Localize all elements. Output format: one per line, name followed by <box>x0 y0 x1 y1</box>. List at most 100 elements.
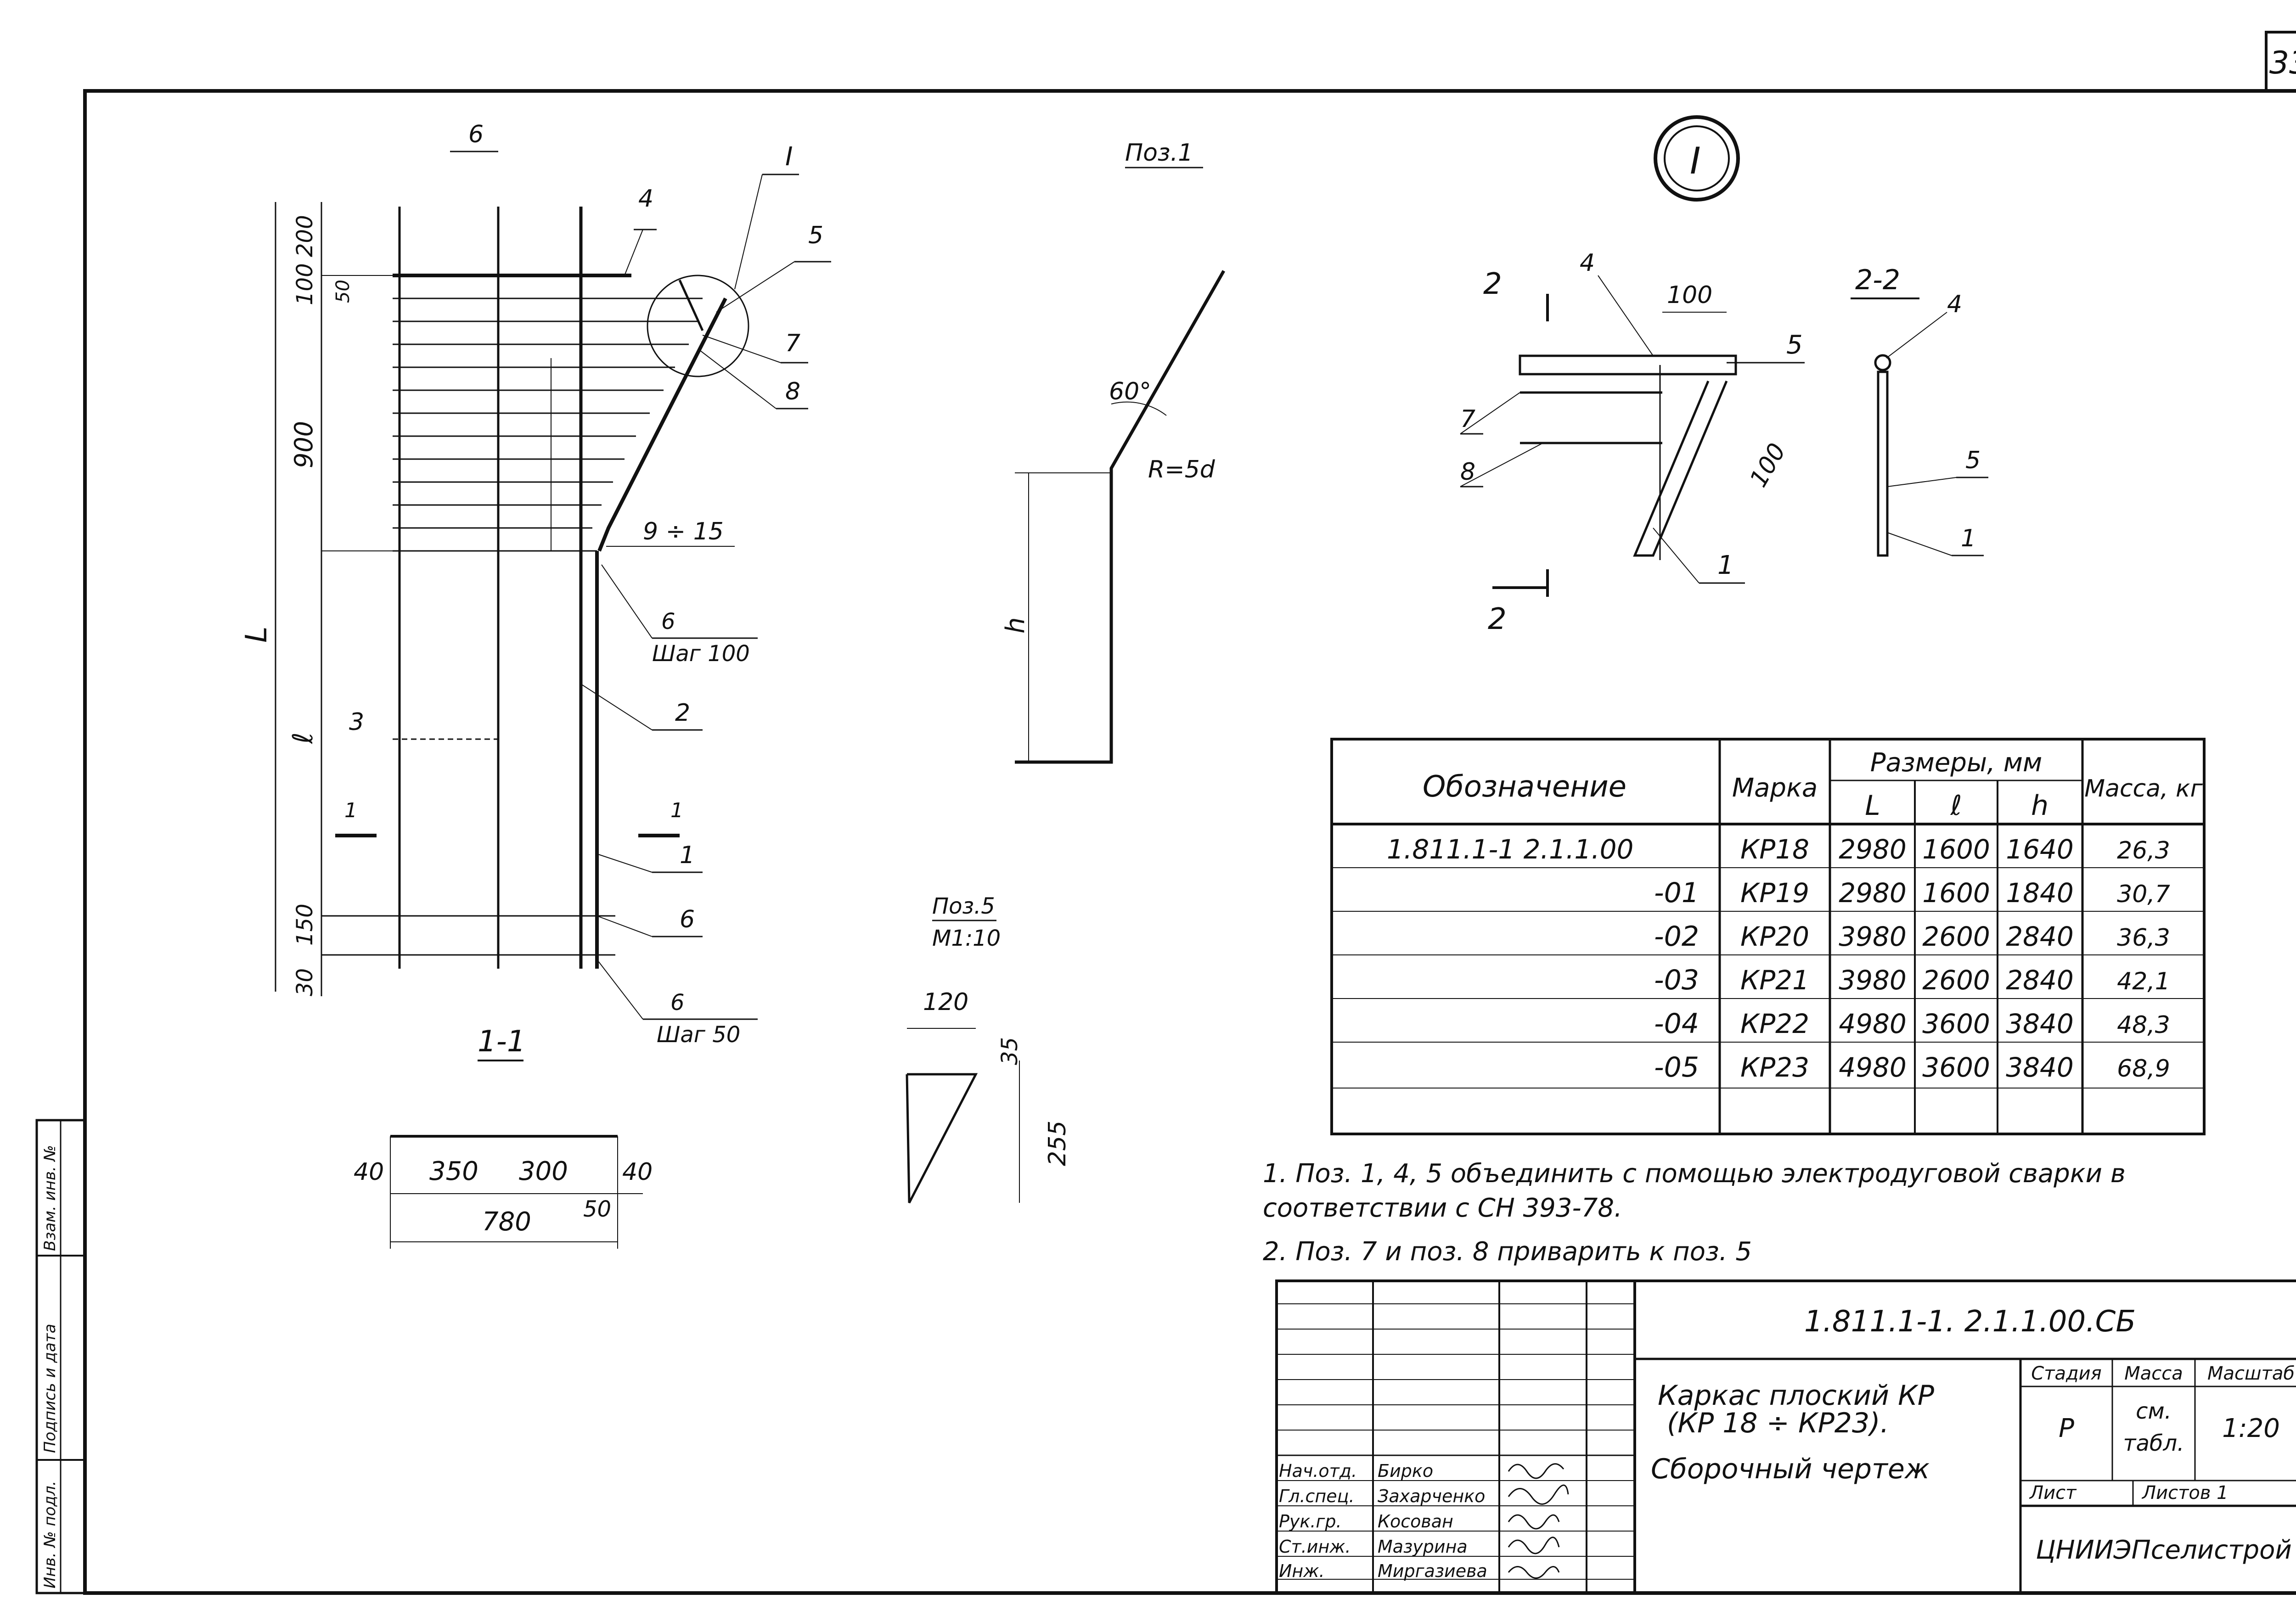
section-1-1-title: 1-1 <box>478 1025 526 1059</box>
dim-50: 50 <box>332 280 354 303</box>
callout-5: 5 <box>808 222 823 249</box>
cell-L: 2980 <box>1839 877 1907 909</box>
dim-L: L <box>240 626 274 643</box>
tb-name-1: Бирко <box>1378 1461 1433 1481</box>
pos5-scale: М1:10 <box>932 926 1001 951</box>
detail-marker: I <box>1690 140 1701 182</box>
table-row: -03 КР21 3980 2600 2840 42,1 <box>1654 964 2170 996</box>
dim-200: 200 <box>292 215 318 257</box>
page-number-box <box>2265 31 2296 92</box>
cell-h: 2840 <box>2006 921 2074 952</box>
cell-designation: 1.811.1-1 2.1.1.00 <box>1387 834 1633 865</box>
cell-mass: 68,9 <box>2117 1055 2170 1083</box>
cell-designation: -01 <box>1654 877 1699 909</box>
tb-role-4: Ст.инж. <box>1279 1537 1351 1557</box>
note-1-line-2: соответствии с СН 393-78. <box>1263 1193 1622 1223</box>
cell-h: 1640 <box>2006 834 2074 865</box>
section-2-2: 2-2 4 5 1 <box>1851 264 1988 557</box>
tb-mass-header: Масса <box>2124 1363 2183 1384</box>
cell-L: 2980 <box>1839 834 1907 865</box>
th-mass: Масса, кг <box>2084 775 2203 802</box>
cell-designation: -04 <box>1654 1008 1699 1040</box>
pos1-angle: 60° <box>1109 378 1151 405</box>
spec-table: Обозначение Марка Размеры, мм L ℓ h Масс… <box>1330 738 2206 1135</box>
s11-dim-350: 350 <box>429 1156 478 1186</box>
detail-dim-100b: 100 <box>1745 439 1791 492</box>
detail-c4: 4 <box>1580 249 1595 277</box>
s11-dim-total: 780 <box>482 1207 531 1237</box>
dim-150: 150 <box>292 903 318 946</box>
cell-designation: -03 <box>1654 964 1699 996</box>
table-row: -04 КР22 4980 3600 3840 48,3 <box>1654 1008 2170 1040</box>
callout-detail-I: I <box>785 142 793 172</box>
cell-l: 3600 <box>1922 1008 1990 1039</box>
tb-name-5: Миргазиева <box>1378 1561 1487 1581</box>
pos5-dim-255: 255 <box>1044 1121 1071 1166</box>
pos5-dim-120: 120 <box>923 988 968 1016</box>
side-stamp: Инв. № подл. Подпись и дата Взам. инв. № <box>35 1119 86 1594</box>
side-stamp-sign-date: Подпись и дата <box>41 1324 59 1453</box>
cell-designation: -02 <box>1654 920 1699 953</box>
tb-role-1: Нач.отд. <box>1279 1461 1357 1481</box>
section-2-2-title: 2-2 <box>1855 264 1900 296</box>
main-view: I 200 100 50 900 L ℓ 150 30 6 4 5 7 8 9 … <box>240 121 831 1048</box>
pos1-title: Поз.1 <box>1125 139 1193 167</box>
detail-c8: 8 <box>1460 458 1475 486</box>
cell-l: 1600 <box>1922 834 1990 865</box>
signatures <box>1508 1463 1569 1579</box>
cell-h: 3840 <box>2006 1052 2074 1083</box>
tb-mass-line-1: см. <box>2136 1398 2172 1424</box>
detail-c7: 7 <box>1460 405 1475 433</box>
page-number: 33 <box>2269 45 2296 81</box>
tb-role-3: Рук.гр. <box>1279 1511 1342 1532</box>
tb-name-line-3: Сборочный чертеж <box>1651 1453 1930 1485</box>
side-stamp-inv-repl: Взам. инв. № <box>41 1145 59 1251</box>
pos-5: Поз.5 М1:10 120 35 255 <box>906 893 1071 1204</box>
cell-l: 2600 <box>1922 965 1990 996</box>
callout-1: 1 <box>680 842 695 869</box>
detail-I: I 2 2 4 100 5 7 8 100 1 <box>1460 115 1805 636</box>
s11-dim-40-left: 40 <box>354 1158 384 1186</box>
s11-dim-40-right: 40 <box>622 1158 653 1186</box>
cell-l: 2600 <box>1922 921 1990 952</box>
side-stamp-inv-orig: Инв. № подл. <box>41 1481 59 1588</box>
tb-scale-header: Масштаб <box>2207 1363 2295 1384</box>
tb-name-4: Мазурина <box>1378 1537 1468 1557</box>
section-1-1: 1-1 40 350 300 40 780 50 <box>354 1025 653 1249</box>
tb-code: 1.811.1-1. 2.1.1.00.СБ <box>1804 1305 2136 1339</box>
table-row: 1.811.1-1 2.1.1.00 КР18 2980 1600 1640 2… <box>1387 834 2170 865</box>
note-2: 2. Поз. 7 и поз. 8 приварить к поз. 5 <box>1263 1237 1752 1267</box>
tb-name-3: Косован <box>1378 1511 1453 1532</box>
callout-7: 7 <box>785 330 800 357</box>
callout-3: 3 <box>349 708 364 736</box>
detail-cut-top: 2 <box>1483 267 1502 301</box>
tb-name-2: Захарченко <box>1378 1486 1485 1506</box>
cell-L: 3980 <box>1839 921 1907 952</box>
tb-sheets-header: Листов 1 <box>2141 1482 2228 1504</box>
dim-900: 900 <box>289 421 318 468</box>
tb-name-line-2: (КР 18 ÷ КР23). <box>1667 1407 1889 1439</box>
table-row: -02 КР20 3980 2600 2840 36,3 <box>1654 920 2170 953</box>
dim-100: 100 <box>292 263 318 305</box>
s22-c4: 4 <box>1947 291 1962 318</box>
cell-l: 1600 <box>1922 877 1990 909</box>
th-h: h <box>2031 790 2048 822</box>
cell-mark: КР21 <box>1740 965 1809 996</box>
dim-l: ℓ <box>287 732 319 744</box>
cell-mass: 30,7 <box>2117 881 2170 908</box>
th-l: ℓ <box>1950 790 1962 822</box>
cell-mass: 26,3 <box>2117 837 2170 864</box>
th-L: L <box>1865 790 1880 822</box>
cell-mark: КР20 <box>1740 921 1809 952</box>
cell-L: 4980 <box>1839 1008 1907 1039</box>
cell-mass: 42,1 <box>2117 968 2170 995</box>
tb-stage-header: Стадия <box>2031 1363 2101 1384</box>
cell-l: 3600 <box>1922 1052 1990 1083</box>
callout-8: 8 <box>785 378 800 405</box>
detail-dim-100a: 100 <box>1667 281 1712 309</box>
callout-6c: 6 <box>670 990 685 1016</box>
cell-h: 1840 <box>2006 877 2074 909</box>
s22-c1: 1 <box>1961 525 1976 552</box>
step-100: Шаг 100 <box>652 641 750 667</box>
